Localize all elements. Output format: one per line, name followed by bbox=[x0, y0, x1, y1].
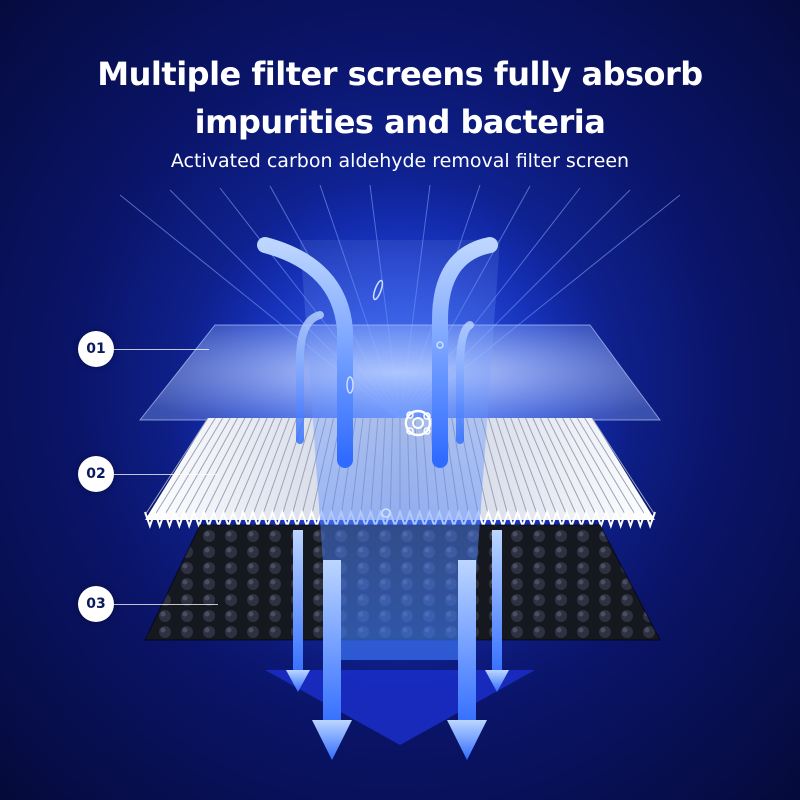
layer-badge-01: 01 bbox=[78, 331, 114, 367]
headline: Multiple filter screens fully absorb imp… bbox=[0, 50, 800, 146]
subtitle: Activated carbon aldehyde removal filter… bbox=[170, 150, 630, 172]
leader-line-03 bbox=[114, 604, 218, 605]
layer-badge-02: 02 bbox=[78, 456, 114, 492]
curved-arrow-icon bbox=[257, 237, 498, 468]
leader-line-02 bbox=[114, 474, 218, 475]
down-arrow-icon bbox=[286, 530, 509, 760]
headline-line-2: impurities and bacteria bbox=[194, 103, 606, 141]
impurity-particles bbox=[346, 279, 444, 518]
headline-line-1: Multiple filter screens fully absorb bbox=[97, 55, 703, 93]
bacteria-icon bbox=[404, 409, 432, 437]
layer-badge-03: 03 bbox=[78, 586, 114, 622]
leader-line-01 bbox=[114, 349, 209, 350]
